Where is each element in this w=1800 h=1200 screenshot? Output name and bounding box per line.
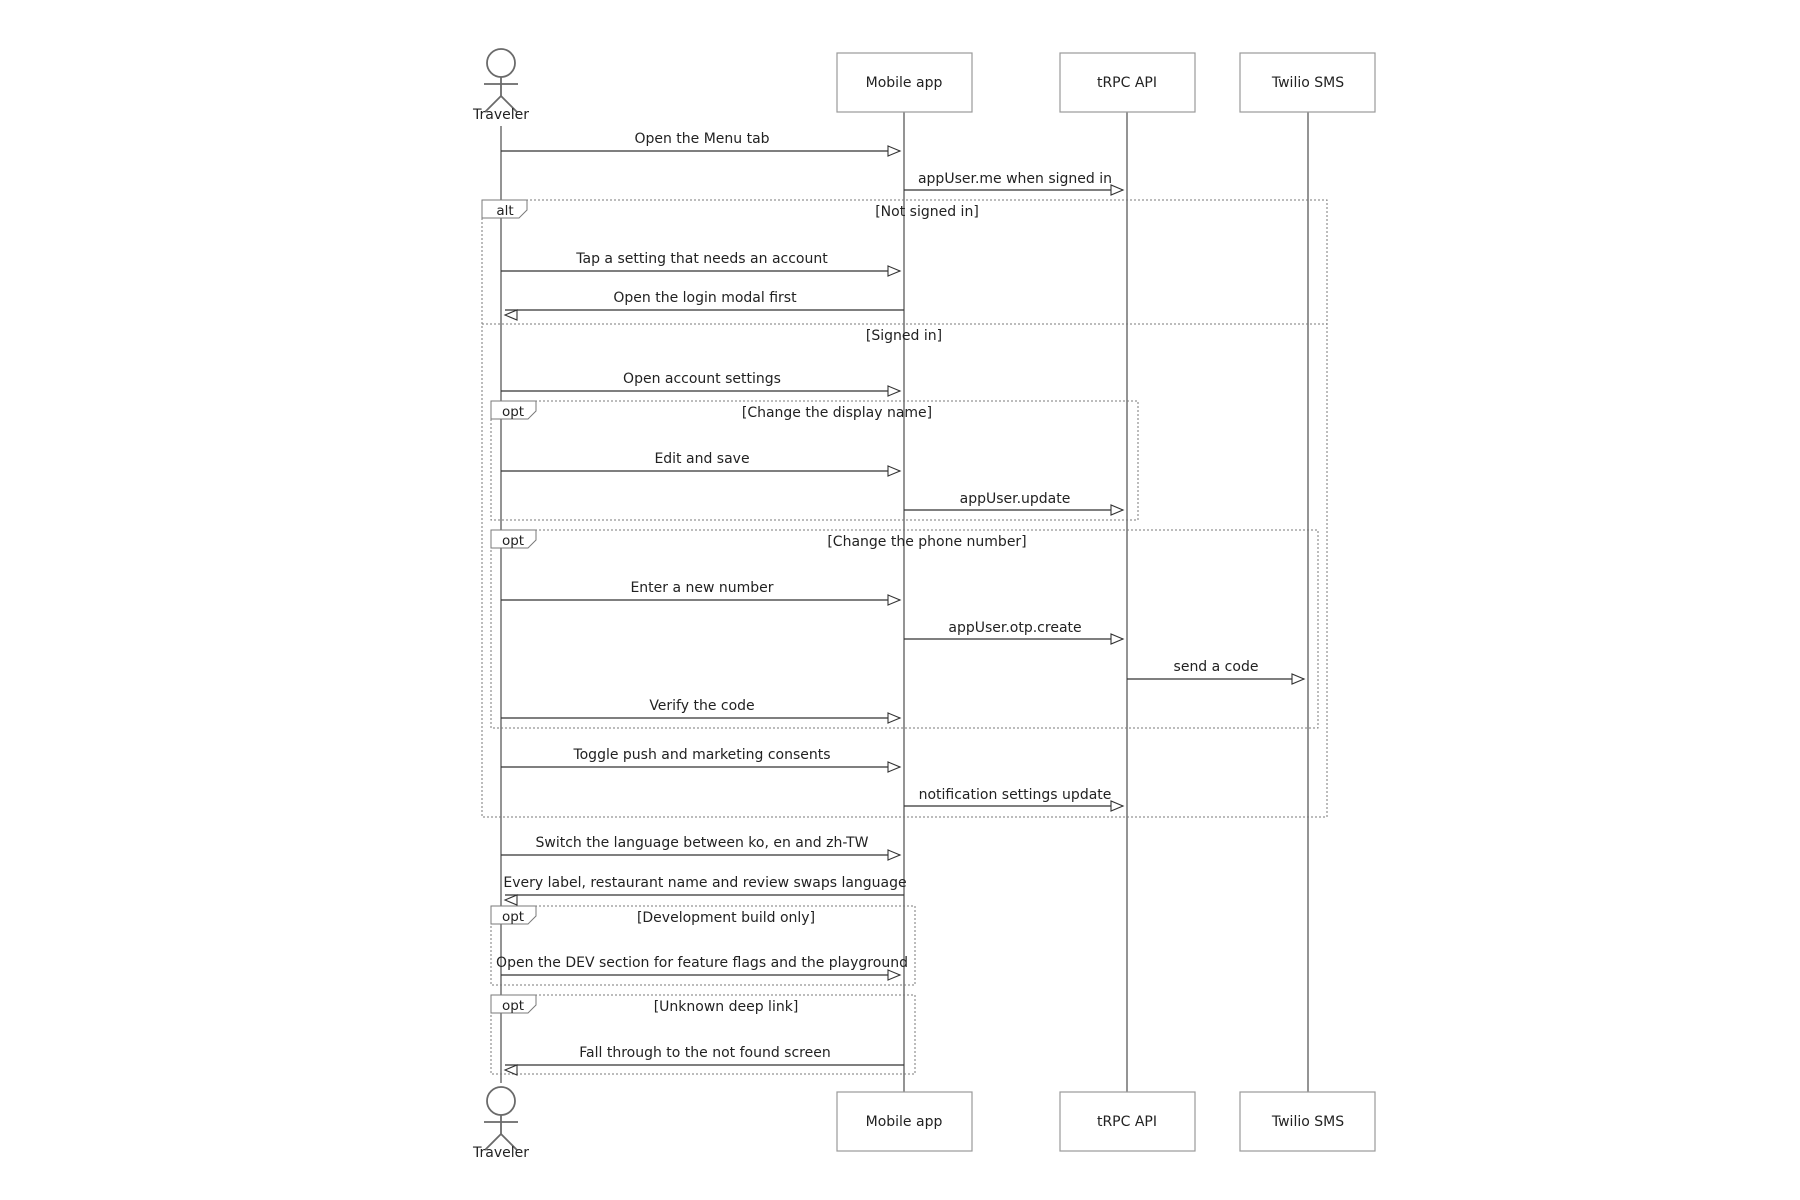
message-11: Verify the code [501,698,902,724]
participant-label: Twilio SMS [1271,1114,1344,1130]
participant-label: Traveler [472,1145,529,1161]
fragment-opt-condition: [Change the display name] [742,405,932,421]
message-label: notification settings update [919,787,1112,803]
message-label: Fall through to the not found screen [579,1045,830,1061]
message-12: Toggle push and marketing consents [501,747,902,773]
message-14: Switch the language between ko, en and z… [501,835,902,861]
message-label: Edit and save [654,451,749,467]
fragment-opt-condition: [Unknown deep link] [654,999,799,1015]
fragment-opt-phone-number: opt [Change the phone number] [490,529,1319,729]
message-label: Open the Menu tab [634,131,769,147]
message-label: Tap a setting that needs an account [575,251,828,267]
fragment-opt-keyword: opt [502,533,524,549]
participant-label: Traveler [472,107,529,123]
message-17: Fall through to the not found screen [503,1045,904,1076]
fragment-alt: alt [Not signed in] [Signed in] [481,199,1328,818]
fragment-opt-display-name: opt [Change the display name] [490,400,1139,521]
fragment-alt-keyword: alt [496,203,513,219]
message-15: Every label, restaurant name and review … [503,875,907,906]
message-label: appUser.otp.create [948,620,1081,636]
message-label: Open the login modal first [613,290,797,306]
message-label: appUser.me when signed in [918,171,1112,187]
participant-label: tRPC API [1097,75,1157,91]
message-label: Enter a new number [630,580,773,596]
message-6: Edit and save [501,451,902,477]
participant-trpc-api-top: tRPC API [1059,52,1196,113]
message-2: appUser.me when signed in [904,171,1125,196]
message-label: Open the DEV section for feature flags a… [496,955,908,971]
fragment-opt-unknown-deep-link: opt [Unknown deep link] [490,994,916,1075]
message-9: appUser.otp.create [904,620,1125,645]
message-7: appUser.update [904,491,1125,516]
message-1: Open the Menu tab [501,131,902,157]
message-5: Open account settings [501,371,902,397]
participant-twilio-sms-top: Twilio SMS [1239,52,1376,113]
participant-trpc-api-bottom: tRPC API [1059,1091,1196,1152]
fragment-opt-keyword: opt [502,404,524,420]
stick-figure-icon [484,48,518,113]
message-4: Open the login modal first [503,290,904,321]
participant-label: Twilio SMS [1271,75,1344,91]
participant-label: Mobile app [866,75,943,91]
fragment-opt-keyword: opt [502,998,524,1014]
message-3: Tap a setting that needs an account [501,251,902,277]
message-label: Toggle push and marketing consents [572,747,830,763]
participant-label: Mobile app [866,1114,943,1130]
participant-mobile-app-top: Mobile app [836,52,973,113]
fragment-alt-condition: [Not signed in] [875,204,979,220]
participant-label: tRPC API [1097,1114,1157,1130]
participant-traveler-bottom: Traveler [472,1086,529,1161]
fragment-opt-keyword: opt [502,909,524,925]
message-8: Enter a new number [501,580,902,606]
participant-twilio-sms-bottom: Twilio SMS [1239,1091,1376,1152]
fragment-opt-condition: [Change the phone number] [827,534,1026,550]
message-13: notification settings update [904,787,1125,812]
participant-traveler-top: Traveler [472,48,529,123]
fragment-opt-development-build: opt [Development build only] [490,905,916,986]
message-label: Every label, restaurant name and review … [503,875,906,891]
stick-figure-icon [484,1086,518,1151]
fragment-alt-else-condition: [Signed in] [866,328,942,344]
fragment-opt-condition: [Development build only] [637,910,815,926]
message-16: Open the DEV section for feature flags a… [496,955,908,981]
message-label: Switch the language between ko, en and z… [536,835,869,851]
message-label: send a code [1174,659,1259,675]
message-label: appUser.update [960,491,1071,507]
message-label: Open account settings [623,371,781,387]
participant-mobile-app-bottom: Mobile app [836,1091,973,1152]
message-10: send a code [1127,659,1306,685]
message-label: Verify the code [649,698,754,714]
